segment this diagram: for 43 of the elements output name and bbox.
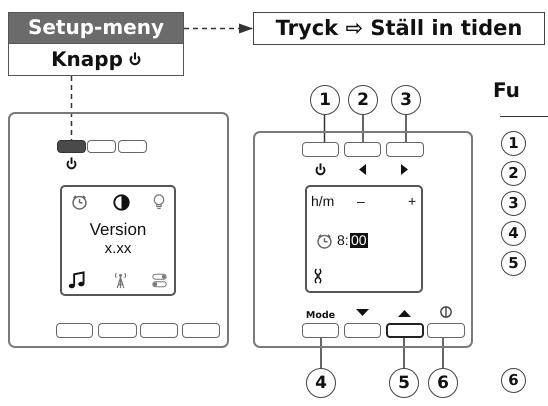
callout-number: 6 [428,368,458,398]
dashed-connector [70,76,72,140]
menu-box [8,12,184,76]
panel-button [118,140,147,153]
panel-button [98,323,137,338]
leader-line [362,115,364,142]
callout-number: 5 [501,251,526,276]
callout-number: 2 [501,161,526,186]
callout-number: 4 [306,368,336,398]
panel-button [140,323,178,338]
callout-number: 3 [501,191,526,216]
callout-number: 3 [391,85,421,115]
leader-line [324,115,326,142]
callout-number: 1 [310,85,340,115]
time-hours: 8: [337,233,349,248]
column-heading: Fu [493,79,520,101]
dashed-arrow [184,24,253,34]
panel-button [182,323,220,338]
callout-number: 5 [389,368,419,398]
panel-button [87,140,116,153]
menu-heading: Setup-meny [9,13,183,44]
version-number: x.xx [104,241,132,258]
callout-number: 6 [501,368,526,393]
minus-sign: – [357,194,365,210]
control-panel [253,131,473,348]
display-screen [305,185,423,293]
button-label: Mode [306,311,336,321]
leader-line [405,115,407,142]
menu-subheading: Knapp [51,48,123,70]
leader-line [442,338,444,368]
callout-number: 2 [348,85,378,115]
display-screen [60,185,176,296]
control-panel [8,112,229,348]
leader-line [403,338,405,368]
panel-button [56,323,93,338]
version-label: Version [90,221,146,240]
callout-number: 4 [501,221,526,246]
plus-sign: + [408,194,416,210]
time-minutes: 00 [350,233,368,248]
instruction-box: Tryck ⇨ Ställ in tiden [253,12,545,45]
leader-line [320,338,322,368]
unit-label: h/m [311,194,334,210]
callout-number: 1 [501,131,526,156]
